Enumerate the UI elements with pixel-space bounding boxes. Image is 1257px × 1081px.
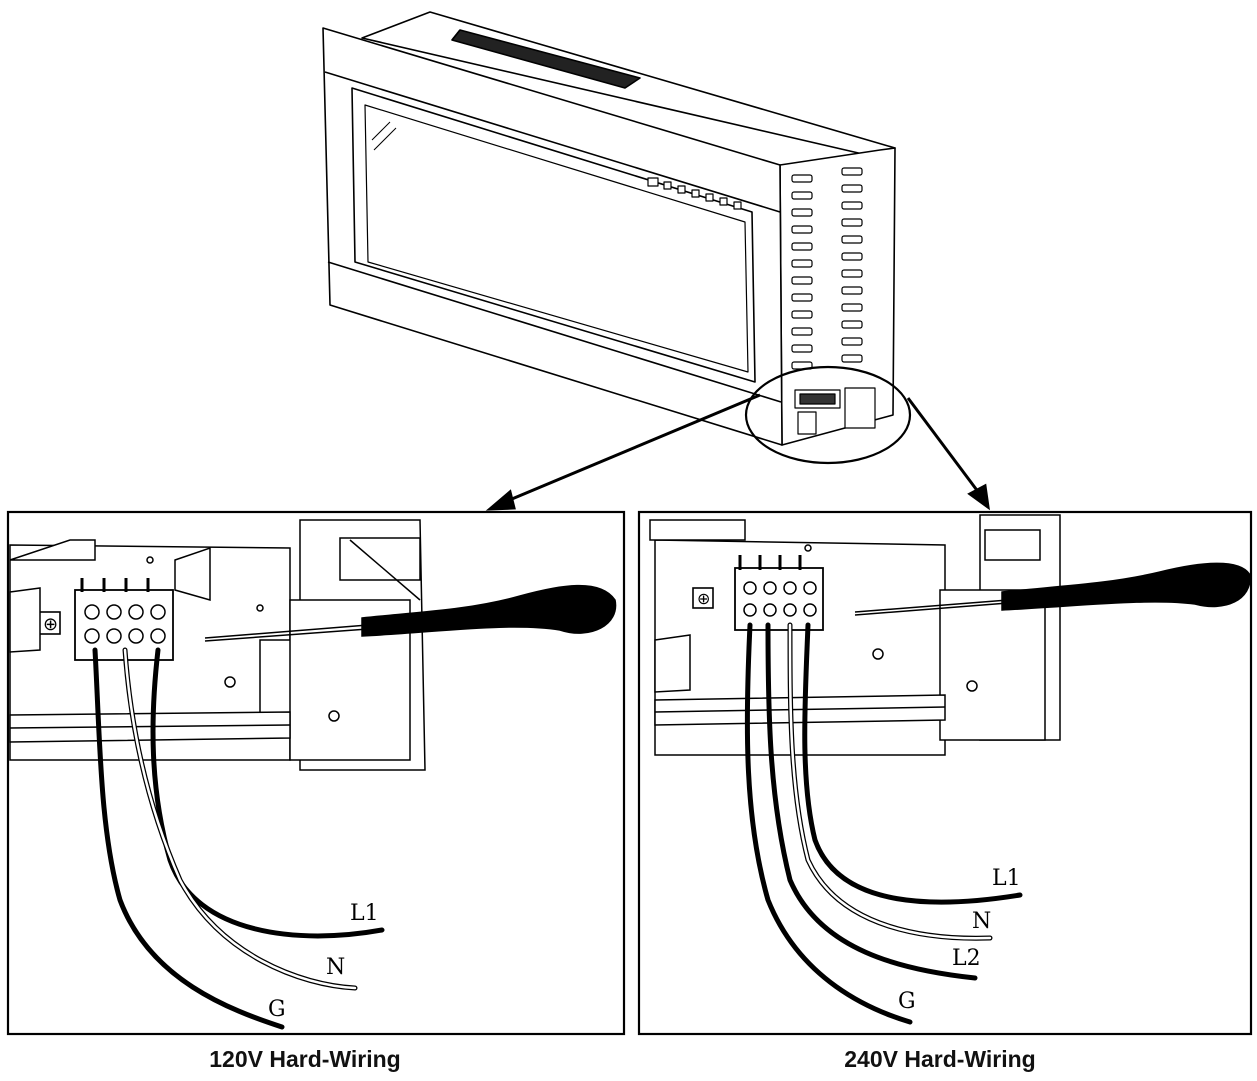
wire-label-120v-l1: L1 (350, 901, 379, 926)
fireplace-unit (322, 11, 896, 446)
svg-text:⊕: ⊕ (43, 614, 58, 635)
magnifier-circle (744, 365, 912, 465)
wire-label-240v-n: N (972, 909, 991, 934)
wire-label-120v-n: N (326, 955, 345, 980)
wire-240v-l1 (802, 622, 1023, 905)
panel-120v: ⊕ (6, 510, 626, 1036)
wire-label-120v-g: G (268, 997, 286, 1022)
screwdriver-240v (854, 562, 1250, 616)
wire-label-240v-l1: L1 (992, 866, 1021, 891)
wire-240v-g (744, 622, 913, 1025)
caption-240v: 240V Hard-Wiring (844, 1046, 1036, 1072)
svg-text:⊕: ⊕ (697, 589, 710, 608)
caption-120v: 120V Hard-Wiring (209, 1046, 401, 1072)
wire-label-240v-g: G (898, 989, 916, 1014)
wire-label-240v-l2: L2 (952, 946, 981, 971)
wire-120v-g (92, 647, 285, 1030)
wiring-compartment (794, 387, 876, 435)
side-vents (791, 167, 863, 370)
callout-arrows (485, 393, 990, 511)
wires-120v (92, 647, 385, 1030)
panel-240v: ⊕ (637, 510, 1253, 1036)
control-buttons (647, 177, 742, 210)
glass-panel (351, 87, 756, 383)
terminal-block-240v (734, 555, 824, 631)
screwdriver-120v (204, 584, 617, 642)
wires-240v (744, 622, 1023, 1025)
wire-240v-l2 (765, 622, 978, 981)
